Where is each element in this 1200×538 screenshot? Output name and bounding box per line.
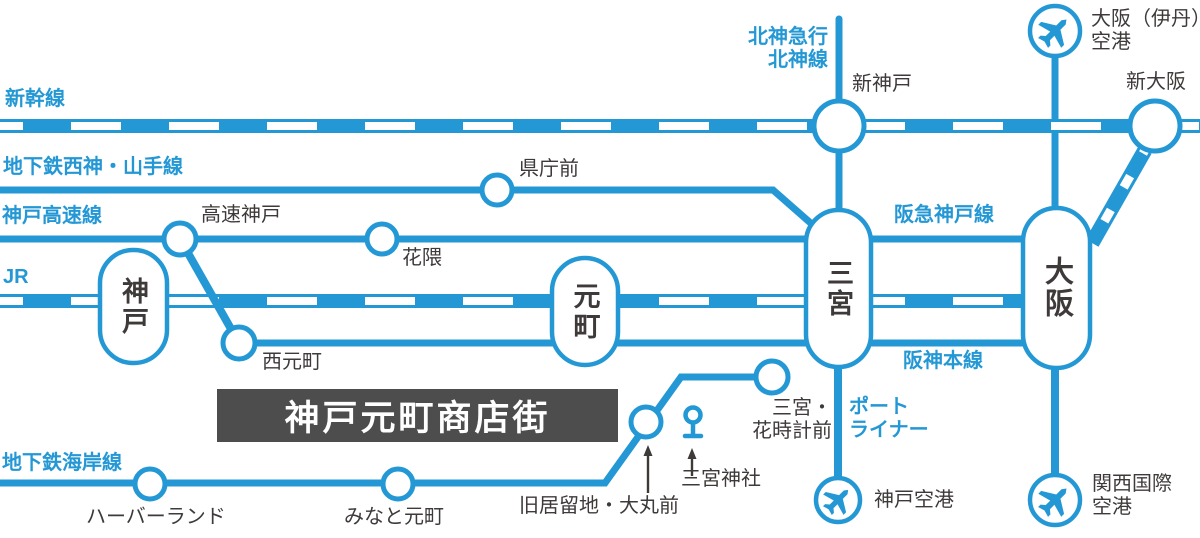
seishin-yamate-line bbox=[0, 186, 817, 229]
station-label-hanakuma: 花隈 bbox=[402, 247, 442, 269]
station-label-hanadokei-mae: 三宮・ 花時計前 bbox=[752, 397, 832, 443]
station-label-kencho-mae: 県庁前 bbox=[519, 158, 579, 180]
airplane-icon-itami bbox=[1027, 3, 1083, 59]
airport-label-itami-l2: 空港 bbox=[1091, 31, 1131, 53]
line-label-hanshin: 阪神本線 bbox=[903, 350, 983, 372]
dashed-jr-lines bbox=[0, 119, 1200, 345]
line-label-kobe-kosoku: 神戸高速線 bbox=[2, 205, 102, 227]
station-label-minato-motomachi: みなと元町 bbox=[344, 506, 444, 528]
station-label-kobe: 神戸 bbox=[118, 276, 148, 337]
station-label-kosoku-kobe: 高速神戸 bbox=[201, 204, 281, 226]
line-label-hokushin-l1: 北神急行 bbox=[748, 26, 828, 48]
station-label-shin-kobe: 新神戸 bbox=[852, 73, 912, 95]
station-pill-osaka bbox=[1020, 205, 1093, 371]
shopping-street-banner-label: 神戸元町商店街 bbox=[284, 399, 551, 438]
airplane-icon-kobe-airport bbox=[813, 475, 863, 525]
station-pill-kobe bbox=[97, 247, 170, 366]
line-label-jr: JR bbox=[3, 266, 29, 288]
line-label-kaigan: 地下鉄海岸線 bbox=[2, 452, 122, 474]
station-pill-motomachi bbox=[549, 255, 621, 368]
airport-label-kansai-l1: 関西国際 bbox=[1092, 473, 1172, 495]
airport-label-itami-l1: 大阪（伊丹） bbox=[1091, 8, 1200, 30]
station-label-hanadokei-l1: 三宮・ bbox=[772, 397, 832, 419]
station-label-kyukyoryuchi: 旧居留地・大丸前 bbox=[519, 495, 679, 517]
station-circle-kencho-mae bbox=[479, 172, 515, 208]
pointer-arrows bbox=[643, 445, 697, 493]
station-label-harborland: ハーバーランド bbox=[86, 506, 226, 528]
station-pill-sannomiya bbox=[803, 207, 874, 370]
station-label-motomachi: 元町 bbox=[569, 281, 600, 342]
station-circle-nishi-motomachi bbox=[220, 324, 258, 362]
jr-kyoto-diagonal-base bbox=[1085, 146, 1152, 247]
station-label-nishi-motomachi: 西元町 bbox=[262, 351, 322, 373]
station-label-osaka: 大阪 bbox=[1040, 256, 1073, 320]
station-circle-kyukyoryuchi bbox=[628, 404, 664, 440]
airport-icons bbox=[813, 3, 1083, 528]
airport-label-kansai: 関西国際 空港 bbox=[1092, 473, 1172, 519]
kosoku-nishimotomachi-diagonal bbox=[176, 237, 243, 345]
station-circle-shin-osaka bbox=[1127, 98, 1183, 154]
airplane-icon-kansai bbox=[1027, 472, 1083, 528]
airport-label-kansai-l2: 空港 bbox=[1092, 496, 1132, 518]
station-circle-hanadokei-mae bbox=[753, 358, 791, 396]
station-circle-kosoku-kobe bbox=[161, 220, 199, 258]
airport-label-kobe: 神戸空港 bbox=[874, 489, 954, 511]
shopping-street-banner: 神戸元町商店街 bbox=[217, 389, 618, 442]
up-arrow-icon-shrine bbox=[687, 448, 697, 476]
major-station-pills bbox=[97, 205, 1093, 371]
line-label-portliner: ポート ライナー bbox=[849, 396, 929, 442]
up-arrow-icon-kyukyoryuchi bbox=[643, 445, 653, 493]
line-label-portliner-l1: ポート bbox=[849, 396, 909, 418]
station-circle-hanakuma bbox=[364, 221, 400, 257]
line-label-hankyu: 阪急神戸線 bbox=[894, 204, 994, 226]
station-label-hanadokei-l2: 花時計前 bbox=[752, 420, 832, 442]
station-circle-minato-motomachi bbox=[380, 466, 416, 502]
line-label-hokushin: 北神急行 北神線 bbox=[748, 26, 828, 72]
airport-label-itami: 大阪（伊丹） 空港 bbox=[1091, 8, 1200, 54]
station-label-shin-osaka: 新大阪 bbox=[1126, 71, 1186, 93]
station-circle-shin-kobe bbox=[811, 98, 867, 154]
line-label-hokushin-l2: 北神線 bbox=[768, 49, 828, 71]
station-circles bbox=[132, 98, 1183, 502]
station-label-sannomiya: 三宮 bbox=[823, 258, 853, 319]
landmark-label-sannomiya-shrine: 三宮神社 bbox=[681, 468, 761, 490]
station-circle-harborland bbox=[132, 466, 168, 502]
shrine-icon bbox=[682, 405, 704, 439]
line-label-shinkansen: 新幹線 bbox=[5, 88, 65, 110]
line-label-portliner-l2: ライナー bbox=[849, 419, 929, 441]
line-label-seishin-yamate: 地下鉄西神・山手線 bbox=[3, 156, 183, 178]
